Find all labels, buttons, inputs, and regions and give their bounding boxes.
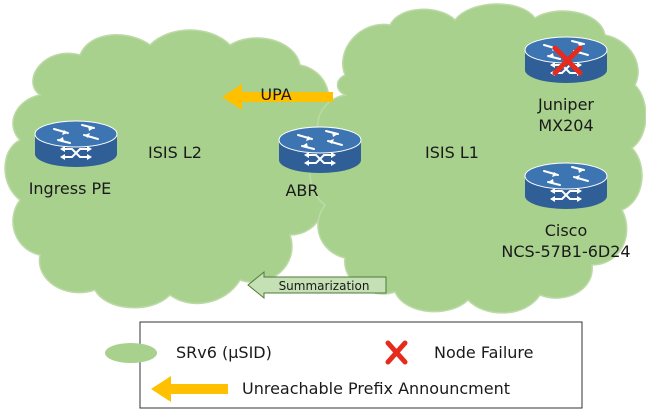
router-icon [524, 162, 608, 210]
abr-label: ABR [285, 181, 318, 200]
left-arrow-icon [222, 84, 333, 110]
router-ingress-pe: Ingress PE [29, 120, 118, 198]
router-abr: ABR [278, 126, 362, 200]
router-icon [278, 126, 362, 174]
isis-l1-label: ISIS L1 [425, 143, 479, 162]
summarization-arrow: Summarization [247, 270, 387, 300]
router-icon [34, 120, 118, 168]
legend-failure-label: Node Failure [434, 343, 533, 362]
legend-upa-label: Unreachable Prefix Announcment [242, 379, 510, 398]
cisco-label-line1: Cisco [545, 221, 588, 240]
cisco-label-line2: NCS-57B1-6D24 [501, 242, 630, 261]
isis-l2-label: ISIS L2 [148, 143, 202, 162]
isis-l2-cloud [4, 29, 341, 309]
router-cisco: Cisco NCS-57B1-6D24 [501, 162, 631, 261]
summarization-label: Summarization [279, 279, 370, 293]
upa-label: UPA [260, 85, 291, 104]
legend: SRv6 (µSID) Node Failure Unreachable Pre… [105, 321, 583, 409]
upa-arrow: UPA [222, 84, 333, 110]
router-juniper: Juniper MX204 [524, 36, 608, 135]
juniper-label-line1: Juniper [537, 95, 594, 114]
legend-srv6-swatch [105, 343, 157, 363]
legend-failure-x-icon [385, 340, 408, 365]
juniper-label-line2: MX204 [538, 116, 593, 135]
legend-srv6-label: SRv6 (µSID) [176, 343, 272, 362]
ingress-pe-label: Ingress PE [29, 179, 112, 198]
node-failure-x-icon [552, 45, 583, 76]
legend-upa-arrow-icon [151, 376, 228, 402]
